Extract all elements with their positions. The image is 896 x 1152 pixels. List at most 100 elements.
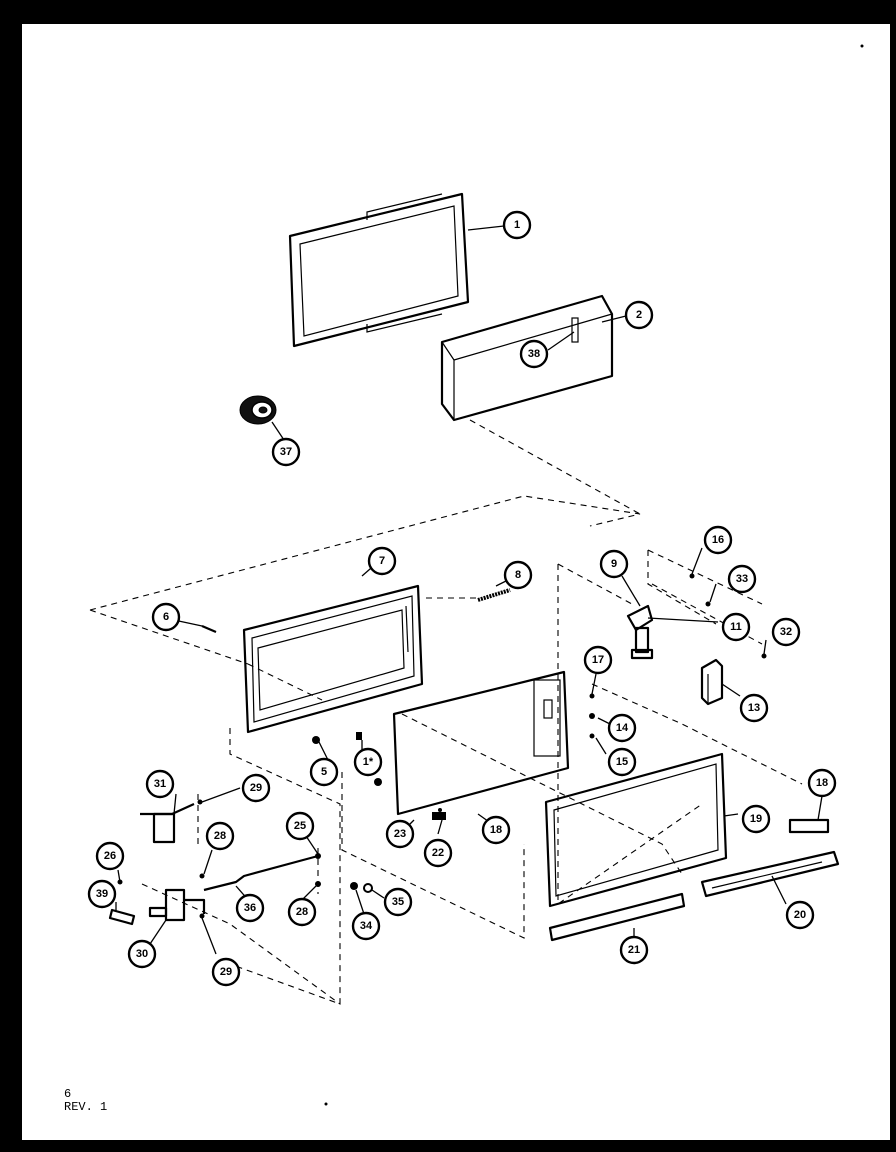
part-2-tray	[440, 294, 614, 422]
label-35: 35	[392, 896, 404, 908]
bubble-34: 34	[351, 911, 381, 941]
label-18-handle: 18	[816, 777, 828, 789]
bubble-22: 22	[423, 838, 453, 868]
part-6-screw	[201, 624, 217, 634]
label-19: 19	[750, 813, 762, 825]
part-19-door-frame	[544, 752, 728, 908]
label-9: 9	[611, 558, 617, 570]
bubble-14: 14	[607, 713, 637, 743]
label-36: 36	[244, 902, 256, 914]
label-28-lower: 28	[296, 906, 308, 918]
part-36-rod	[203, 854, 319, 892]
label-29-upper: 29	[250, 782, 262, 794]
bubble-29a: 29	[241, 773, 271, 803]
sheet-number: 6	[64, 1087, 72, 1101]
bubble-26: 26	[95, 841, 125, 871]
label-8: 8	[515, 569, 521, 581]
bubble-25: 25	[285, 811, 315, 841]
label-29-lower: 29	[220, 966, 232, 978]
label-16: 16	[712, 534, 724, 546]
bubble-5: 5	[309, 757, 339, 787]
dashed-assembly-outlines	[89, 419, 803, 1005]
bubble-28b: 28	[287, 897, 317, 927]
label-33: 33	[736, 573, 748, 585]
label-2: 2	[636, 309, 642, 321]
label-22: 22	[432, 847, 444, 859]
part-21-strip	[548, 892, 686, 942]
part-18-handle	[788, 818, 830, 834]
bubble-31: 31	[145, 769, 175, 799]
label-7: 7	[379, 555, 385, 567]
label-11: 11	[730, 621, 742, 633]
revision-note: 6 REV. 1	[64, 1088, 107, 1114]
part-31-bracket	[140, 802, 195, 844]
label-34: 34	[360, 920, 373, 932]
part-13-block	[700, 658, 724, 706]
label-39: 39	[96, 888, 108, 900]
diagram-sheet: 1 2 38 37 7 8 6 9 16 33 11 32 13 17 14 1…	[22, 24, 890, 1140]
bubble-39: 39	[87, 879, 117, 909]
label-28-upper: 28	[214, 830, 226, 842]
bubble-35: 35	[383, 887, 413, 917]
bubble-17: 17	[583, 645, 613, 675]
label-26: 26	[104, 850, 116, 862]
bubble-20: 20	[785, 900, 815, 930]
bubble-1: 1	[502, 210, 532, 240]
part-1-top-frame	[288, 192, 470, 348]
stray-mark	[860, 44, 864, 48]
part-20-bar	[700, 850, 840, 898]
part-7-window-frame	[242, 584, 424, 734]
bubble-32: 32	[771, 617, 801, 647]
bubble-18b: 18	[807, 768, 837, 798]
part-37-knob	[239, 395, 277, 425]
bubble-7: 7	[367, 546, 397, 576]
label-15: 15	[616, 756, 628, 768]
bubble-29b: 29	[211, 957, 241, 987]
label-13: 13	[748, 702, 760, 714]
bubble-23: 23	[385, 819, 415, 849]
exploded-parts-diagram: 1 2 38 37 7 8 6 9 16 33 11 32 13 17 14 1…	[87, 44, 864, 1106]
bubble-2: 2	[624, 300, 654, 330]
bubble-21: 21	[619, 935, 649, 965]
part-30-hinge	[148, 888, 206, 922]
label-18: 18	[490, 824, 502, 836]
bubble-13: 13	[739, 693, 769, 723]
label-30: 30	[136, 948, 148, 960]
label-6: 6	[163, 611, 169, 623]
label-5: 5	[321, 766, 327, 778]
label-20: 20	[794, 909, 806, 921]
bubble-28a: 28	[205, 821, 235, 851]
bubble-11: 11	[721, 612, 751, 642]
label-17: 17	[592, 654, 604, 666]
bubble-30: 30	[127, 939, 157, 969]
label-12: 1*	[363, 756, 374, 768]
bubble-9: 9	[599, 549, 629, 579]
part-18-panel	[392, 670, 570, 816]
small-fasteners	[117, 573, 767, 919]
label-23: 23	[394, 828, 406, 840]
bubble-38: 38	[519, 339, 549, 369]
bubble-12: 1*	[353, 747, 383, 777]
part-39-clip	[108, 908, 136, 926]
bubble-33: 33	[727, 564, 757, 594]
label-38: 38	[528, 348, 540, 360]
label-32: 32	[780, 626, 792, 638]
bubble-37: 37	[271, 437, 301, 467]
bubble-19: 19	[741, 804, 771, 834]
bubble-36: 36	[235, 893, 265, 923]
bubble-8: 8	[503, 560, 533, 590]
bubble-16: 16	[703, 525, 733, 555]
label-37: 37	[280, 446, 292, 458]
bubble-18: 18	[481, 815, 511, 845]
revision-label: REV. 1	[64, 1100, 108, 1114]
bubble-6: 6	[151, 602, 181, 632]
label-14: 14	[616, 722, 629, 734]
bubble-15: 15	[607, 747, 637, 777]
part-9-latch	[626, 604, 654, 660]
label-31: 31	[154, 778, 166, 790]
stray-mark	[324, 1102, 328, 1106]
label-21: 21	[628, 944, 640, 956]
label-25: 25	[294, 820, 306, 832]
part-8-spring	[477, 588, 511, 602]
label-1: 1	[514, 219, 520, 231]
